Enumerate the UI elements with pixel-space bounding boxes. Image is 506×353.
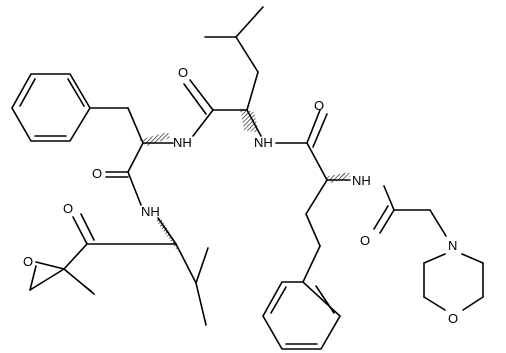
- atom-o-leu-carbonyl: O: [178, 65, 188, 80]
- atom-labels: O NH NH O O NH O O NH O N O: [23, 65, 458, 326]
- atom-o-epoxide: O: [23, 254, 33, 269]
- atom-o-acetyl: O: [360, 233, 370, 248]
- atom-o-morpholine: O: [448, 311, 458, 326]
- atom-o-ketone: O: [63, 201, 73, 216]
- atom-nh-leu-hph: NH: [254, 135, 273, 150]
- atom-nh-phe-leu: NH: [173, 135, 192, 150]
- bond-lines: [11, 6, 484, 350]
- stereo-wedge-bond: [64, 269, 96, 296]
- atom-n-morpholine: N: [448, 238, 457, 253]
- atom-nh-phe-epoxyketone: NH: [141, 204, 160, 219]
- stereo-hash-bonds: [139, 108, 350, 252]
- atom-o-phe-carbonyl: O: [92, 166, 102, 181]
- atom-nh-morpholinoacetyl: NH: [352, 173, 371, 188]
- atom-o-hph-carbonyl: O: [314, 98, 324, 113]
